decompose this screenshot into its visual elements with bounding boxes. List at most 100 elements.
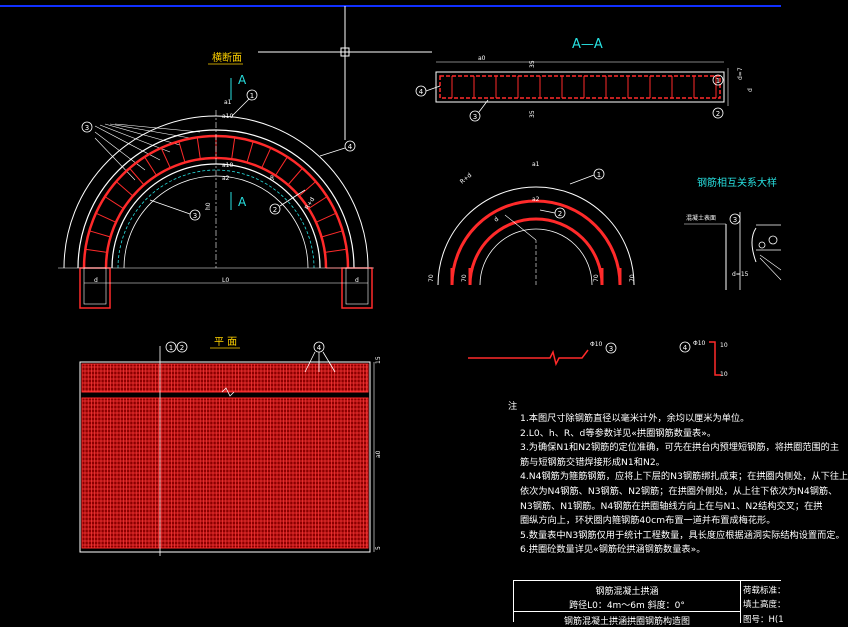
dim-70a: 70	[428, 274, 435, 282]
dim-h0: h0	[205, 202, 212, 210]
dim-aa-a0: a0	[478, 55, 486, 62]
dim-d-right: d	[355, 277, 359, 284]
stirrup	[275, 156, 288, 176]
dim-a10: a10	[222, 113, 233, 120]
callout-4: 4	[348, 143, 353, 151]
callout-1b: 1	[716, 77, 720, 85]
callout-2b: 2	[716, 110, 720, 118]
dim-r-in: R	[270, 175, 274, 182]
dim-aa-d: d	[747, 88, 754, 92]
dim-a2-small: a2	[532, 196, 540, 203]
stirrup	[129, 167, 145, 186]
note-line: 4.N4钢筋为箍筋钢筋，应将上下层的N3钢筋绑扎成束；在拱圈内侧处，从下往上	[520, 471, 848, 483]
callout-3c: 3	[473, 113, 477, 121]
callout-1d: 1	[169, 344, 173, 352]
dim-len10b: 10	[720, 371, 728, 378]
dim-aa-7: d=7	[737, 67, 744, 80]
callout-2: 2	[273, 206, 277, 214]
dim-a1-small: a1	[532, 161, 540, 168]
dim-aa-35b: 35	[529, 110, 536, 118]
dim-d-left: d	[94, 277, 98, 284]
notes-list: 1.本图尺寸除钢筋直径以毫米计外，余均以厘米为单位。 2.L0、h、R、d等参数详…	[520, 412, 848, 558]
stirrup	[231, 137, 236, 160]
dim-l0: L0	[222, 277, 229, 284]
dim-rd: R+d	[304, 196, 317, 211]
stirrup	[104, 196, 124, 209]
dim-d15: d=15	[732, 271, 749, 278]
stirrup	[308, 196, 328, 209]
stirrup	[261, 147, 272, 169]
title-block-side: 荷载标准： 填土高度： 图号：H(1	[741, 581, 786, 625]
stirrup	[315, 212, 337, 223]
callout-3e: 3	[609, 345, 613, 353]
dim-d-small: d	[493, 216, 501, 224]
stirrup	[246, 141, 254, 163]
stirrup	[160, 147, 171, 169]
callout-3d: 3	[733, 216, 737, 224]
bar-details	[468, 341, 721, 376]
right-abutment	[341, 267, 373, 309]
stirrup	[324, 248, 347, 253]
callout-3b: 3	[193, 212, 197, 220]
arch-rebar-detail	[437, 168, 635, 286]
note-line: 6.拱圈砼数量详见«钢筋砼拱涵钢筋数量表»。	[520, 544, 706, 556]
dim-70c: 70	[593, 274, 600, 282]
stirrup	[287, 167, 303, 186]
title-block-load: 荷载标准：	[743, 586, 786, 596]
dim-70d: 70	[629, 274, 636, 282]
note-line: 2.L0、h、R、d等参数详见«拱圈钢筋数量表»。	[520, 427, 717, 439]
dim-plan-5: 5	[375, 546, 382, 550]
title-block-number: 图号：H(1	[743, 615, 784, 625]
cut-mark-a-bottom: A	[238, 195, 247, 209]
dim-phi10: Φ10	[590, 341, 603, 348]
callout-1: 1	[250, 92, 254, 100]
callout-4c: 4	[683, 344, 688, 352]
stirrup	[95, 212, 117, 223]
note-line: 3.为确保N1和N2钢筋的定位准确，可先在拱台内预埋短钢筋，将拱圈范围的主	[520, 442, 840, 454]
dim-concrete-surface: 混凝土表面	[686, 214, 716, 222]
callout-2d: 2	[180, 344, 184, 352]
stirrup	[85, 248, 108, 253]
dim-a2: a2	[222, 175, 230, 182]
callout-1c: 1	[597, 171, 601, 179]
title-block-title1: 钢筋混凝土拱涵	[595, 587, 659, 597]
callout-4b: 4	[419, 88, 424, 96]
title-block-span: 跨径L0：4m～6m 斜度：0°	[569, 601, 685, 611]
dim-a1: a1	[224, 99, 232, 106]
stirrup	[298, 181, 317, 197]
rebar-relation-detail	[684, 212, 782, 290]
callout-3: 3	[85, 124, 89, 132]
callout-2c: 2	[558, 210, 562, 218]
stirrup	[115, 181, 134, 197]
dim-phi10b: Φ10	[693, 340, 706, 347]
title-block-title2: 钢筋混凝土拱涵拱圈钢筋构造图	[563, 617, 690, 627]
drawing-canvas: 横断面 A A A—A 钢筋相互关系大样 平 面 1 3 4 3 2 4 3 1…	[0, 5, 782, 556]
dim-aa-35a: 35	[529, 60, 536, 68]
note-line: 依次为N4钢筋、N3钢筋、N2钢筋；在拱圈外侧处，从上往下依次为N4钢筋、	[520, 485, 838, 497]
cut-mark-a-top: A	[238, 73, 247, 87]
callout-4d: 4	[317, 344, 322, 352]
note-line: 圈纵方向上，环状圈内箍钢筋40cm布置一道并布置成梅花形。	[520, 515, 776, 527]
stirrup	[178, 141, 186, 163]
stirrup	[89, 230, 111, 238]
note-line: 5.数量表中N3钢筋仅用于统计工程数量，具长度应根据涵洞实际结构设置而定。	[520, 529, 845, 541]
dim-plan-a0: a0	[375, 450, 382, 458]
stirrup	[321, 230, 343, 238]
crosshair-cursor[interactable]	[258, 6, 432, 140]
note-line: N3钢筋、N1钢筋。N4钢筋在拱圈轴线方向上在与N1、N2结构交叉；在拱	[520, 500, 823, 512]
stirrup	[196, 137, 201, 160]
stirrup	[144, 156, 157, 176]
note-line: 筋与短钢筋交错焊接形成N1和N2。	[520, 456, 665, 468]
dim-rd-small: R+d	[459, 172, 474, 186]
dim-a10b: a10	[222, 162, 233, 169]
section-aa-title: A—A	[572, 37, 603, 52]
cross-section-view	[58, 78, 374, 309]
title-block-main: 钢筋混凝土拱涵 跨径L0：4m～6m 斜度：0° 钢筋混凝土拱涵拱圈钢筋构造图	[514, 581, 741, 627]
note-line: 1.本图尺寸除钢筋直径以毫米计外，余均以厘米为单位。	[520, 413, 750, 424]
cross-section-title: 横断面	[212, 51, 242, 64]
plan-title: 平 面	[214, 337, 237, 348]
section-aa-view	[415, 61, 729, 122]
dim-len10a: 10	[720, 342, 728, 349]
notes-marker: 注	[508, 401, 518, 412]
left-abutment	[79, 267, 111, 309]
